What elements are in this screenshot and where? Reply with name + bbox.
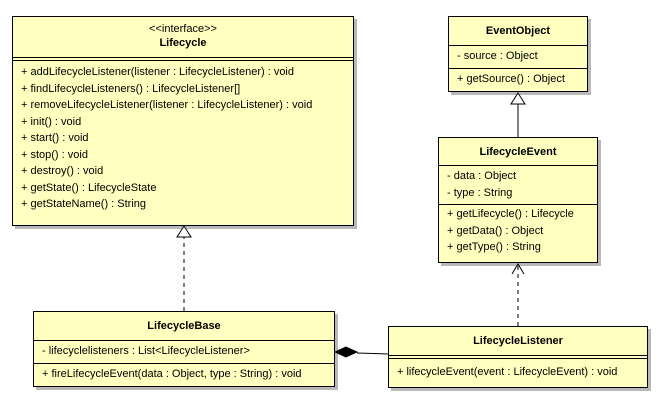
operation: + addLifecycleListener(listener : Lifecy… [21, 66, 294, 78]
operation: + getType() : String [447, 241, 541, 253]
class-lifecycle-listener[interactable]: LifecycleListener + lifecycleEvent(event… [388, 326, 648, 388]
operation: + removeLifecycleListener(listener : Lif… [21, 99, 313, 111]
operation-list: + getLifecycle() : Lifecycle + getData()… [439, 205, 597, 259]
operation: + getState() : LifecycleState [21, 181, 157, 194]
class-header: EventObject [449, 17, 587, 45]
class-lifecycle-base[interactable]: LifecycleBase - lifecyclelisteners : Lis… [33, 311, 335, 387]
operation: + fireLifecycleEvent(data : Object, type… [42, 368, 302, 380]
operation: + getSource() : Object [457, 73, 565, 85]
operation: + lifecycleEvent(event : LifecycleEvent)… [397, 366, 618, 378]
class-header: LifecycleBase [34, 312, 334, 340]
attribute-list: - data : Object - type : String [439, 166, 597, 204]
attribute: - data : Object [447, 170, 517, 182]
generalization-arrowhead [510, 92, 526, 105]
attribute: - source : Object [457, 50, 538, 62]
class-name: LifecycleBase [147, 320, 221, 332]
operation: + findLifecycleListeners() : LifecycleLi… [21, 82, 241, 95]
operation: + init() : void [21, 115, 82, 128]
attribute-compartment [13, 57, 353, 61]
class-lifecycle-event[interactable]: LifecycleEvent - data : Object - type : … [438, 137, 598, 263]
operation-list: + fireLifecycleEvent(data : Object, type… [34, 364, 334, 386]
class-header: <<interface>> Lifecycle [13, 17, 353, 57]
attribute-list: - source : Object [449, 46, 587, 68]
class-event-object[interactable]: EventObject - source : Object + getSourc… [448, 16, 588, 92]
class-name: LifecycleEvent [479, 146, 557, 158]
operation: + getStateName() : String [21, 198, 147, 210]
class-header: LifecycleListener [389, 327, 647, 355]
class-name: EventObject [485, 25, 551, 37]
class-lifecycle[interactable]: <<interface>> Lifecycle + addLifecycleLi… [12, 16, 354, 226]
attribute-list: - lifecyclelisteners : List<LifecycleLis… [34, 341, 334, 363]
dependency-arrowhead [511, 263, 525, 275]
attribute-compartment [389, 355, 647, 359]
class-name: Lifecycle [159, 37, 207, 49]
operation-list: + getSource() : Object [449, 69, 587, 91]
operation: + destroy() : void [21, 165, 104, 177]
operation-list: + addLifecycleListener(listener : Lifecy… [13, 61, 353, 216]
operation: + start() : void [21, 132, 89, 144]
composition-diamond [333, 346, 359, 358]
realization-arrowhead [176, 225, 192, 238]
operation: + stop() : void [21, 148, 88, 161]
class-header: LifecycleEvent [439, 138, 597, 165]
class-name: LifecycleListener [473, 335, 563, 347]
attribute: - type : String [447, 186, 513, 199]
operation-list: + lifecycleEvent(event : LifecycleEvent)… [389, 359, 647, 384]
operation: + getLifecycle() : Lifecycle [447, 208, 574, 220]
composition-line [356, 352, 389, 355]
operation: + getData() : Object [447, 224, 544, 237]
stereotype-label: <<interface>> [149, 23, 217, 35]
attribute: - lifecyclelisteners : List<LifecycleLis… [42, 345, 250, 357]
